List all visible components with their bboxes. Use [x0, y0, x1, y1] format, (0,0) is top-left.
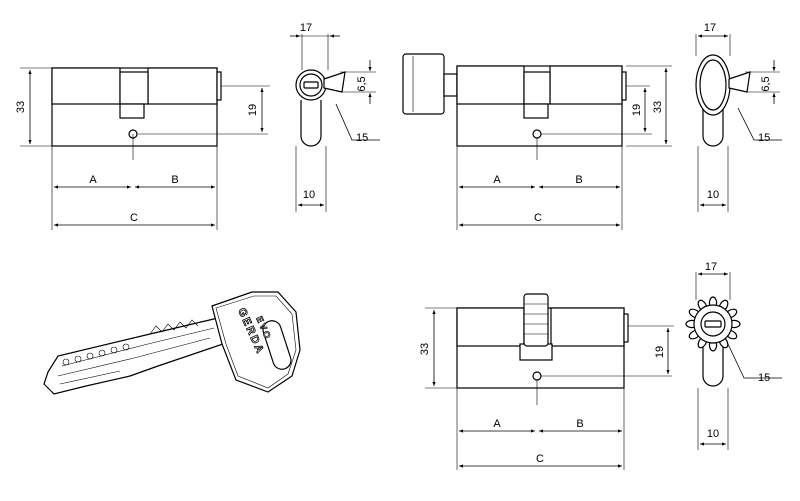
- thumbturn-knob: [402, 53, 445, 115]
- cam-pin: [728, 71, 751, 93]
- profile-tail-label: 10: [707, 428, 719, 440]
- gear-wheel: [523, 293, 549, 347]
- dim-c-label: C: [130, 212, 138, 224]
- end-cap: [621, 71, 627, 101]
- profile-radius-label: 15: [758, 372, 770, 384]
- dim-height-label: 33: [652, 101, 664, 113]
- dim-c-label: C: [536, 453, 544, 465]
- knob-shaft: [443, 73, 458, 97]
- dim-b-label: B: [576, 418, 583, 430]
- fixing-screw-hole: [532, 129, 542, 139]
- dim-cam-label: 19: [654, 346, 666, 358]
- left-plug: [456, 307, 525, 347]
- dim-cam-label: 19: [247, 104, 259, 116]
- dim-a-label: A: [493, 174, 501, 186]
- keyway-slot: [303, 81, 319, 89]
- fixing-screw-hole: [532, 371, 542, 381]
- left-plug: [456, 65, 525, 105]
- profile-width-label: 17: [300, 22, 312, 34]
- cam: [119, 103, 145, 119]
- gear-cylinder-profile-view: 17 15 10: [685, 261, 782, 450]
- end-cap: [216, 71, 222, 101]
- double-cylinder-side-view: 33 19 A B C: [15, 67, 270, 230]
- profile-pin-label: 6,5: [760, 76, 772, 91]
- cam-pin: [323, 71, 346, 93]
- profile-width-label: 17: [704, 22, 716, 34]
- thumbturn-cylinder-profile-view: 17 6,5 15 10: [695, 22, 782, 212]
- profile-radius-label: 15: [758, 132, 770, 144]
- right-plug: [549, 65, 623, 105]
- key-head-hole: [262, 320, 292, 370]
- profile-width-label: 17: [705, 261, 717, 273]
- cam: [523, 103, 549, 119]
- left-plug: [51, 67, 121, 105]
- key-illustration: EVO GERDA: [43, 291, 301, 395]
- dim-height-label: 33: [15, 101, 27, 113]
- dim-cam-label: 19: [631, 104, 643, 116]
- dim-height-label: 33: [419, 343, 431, 355]
- keyway-slot: [704, 320, 722, 328]
- profile-radius-label: 15: [356, 132, 368, 144]
- end-cap: [623, 313, 629, 343]
- profile-tail-label: 10: [303, 189, 315, 201]
- thumbturn-cylinder-side-view: 33 19 A B C: [402, 53, 672, 230]
- double-cylinder-profile-view: 17 6,5 15 10: [290, 22, 380, 212]
- key-blade: [43, 317, 227, 395]
- center-bridge: [119, 71, 149, 105]
- profile-tail: [702, 340, 724, 387]
- thumbturn-inner: [699, 59, 727, 111]
- right-plug: [147, 67, 218, 105]
- profile-tail-label: 10: [707, 189, 719, 201]
- gear-cylinder-side-view: 33 19 A B C: [419, 293, 674, 470]
- dim-b-label: B: [575, 174, 582, 186]
- dim-a-label: A: [89, 174, 97, 186]
- profile-tail: [300, 100, 322, 147]
- right-plug: [550, 307, 625, 347]
- center-bridge: [523, 71, 551, 105]
- dim-a-label: A: [493, 418, 501, 430]
- dim-b-label: B: [171, 174, 178, 186]
- dim-c-label: C: [534, 212, 542, 224]
- profile-pin-label: 6,5: [356, 76, 368, 91]
